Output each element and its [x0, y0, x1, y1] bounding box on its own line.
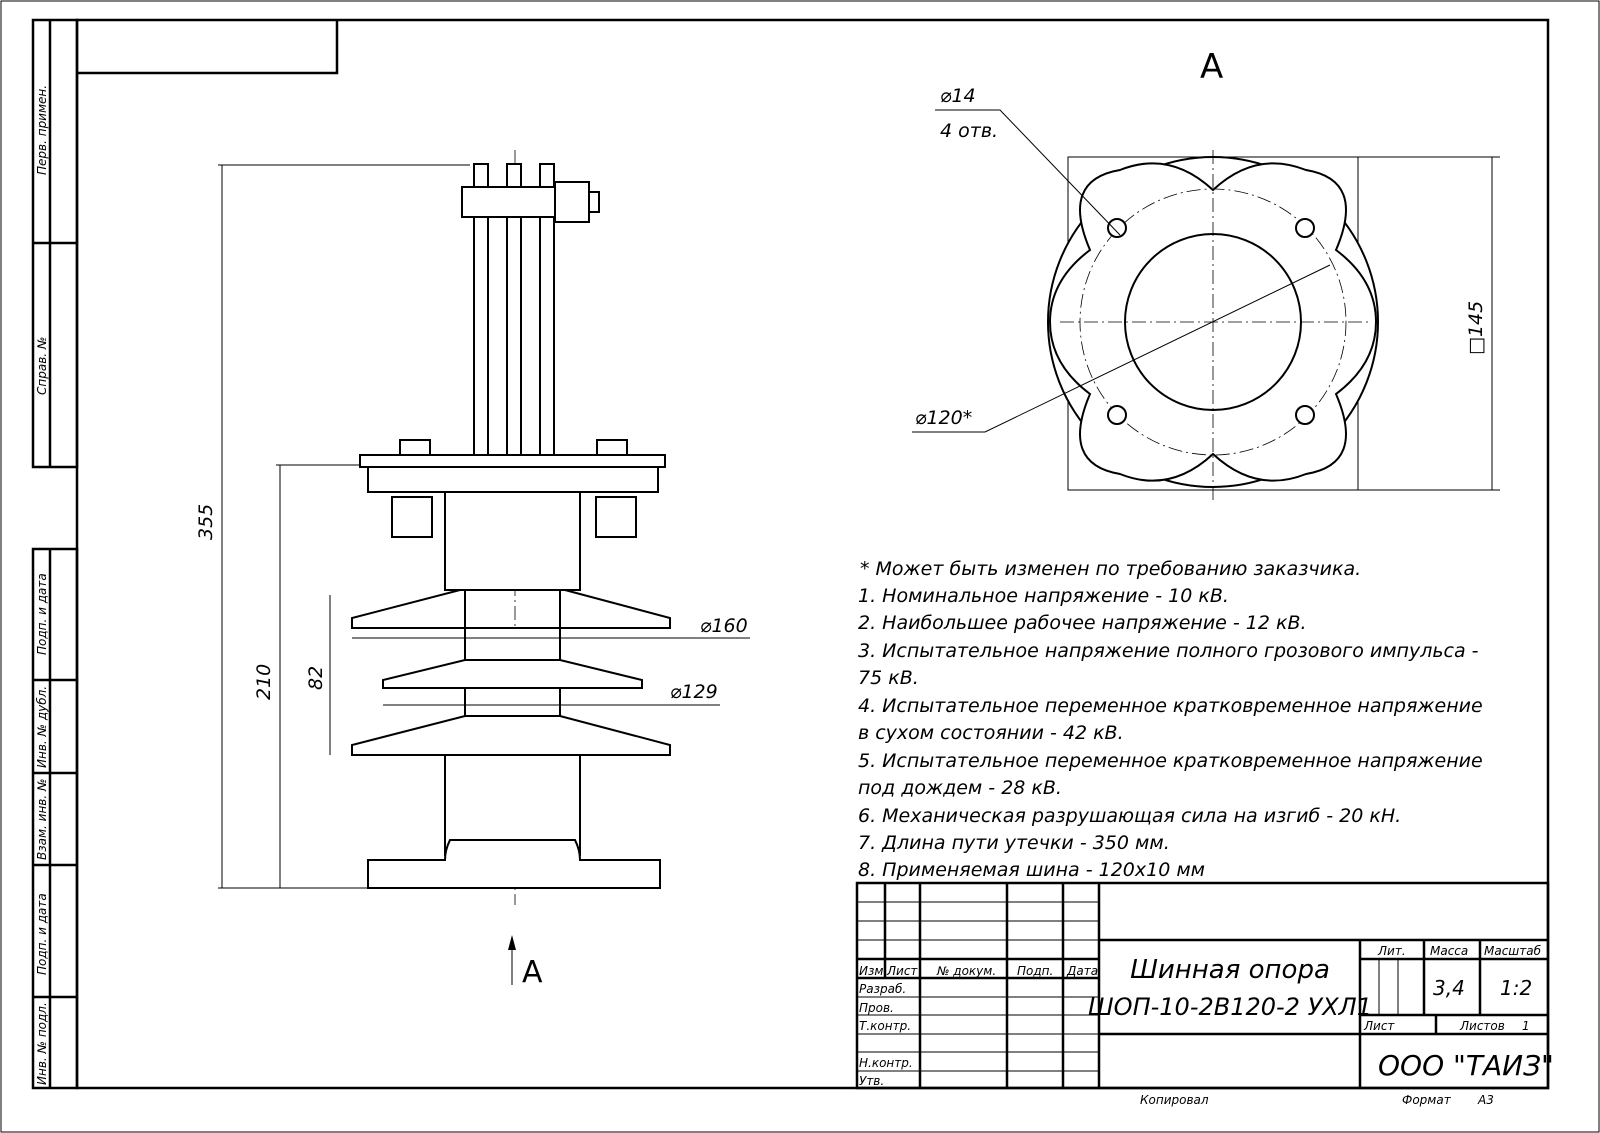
note: 7. Длина пути утечки - 350 мм.	[858, 832, 1170, 854]
strip-label: Подп. и дата	[35, 893, 49, 975]
nut	[554, 181, 590, 223]
sheets-label: Листов	[1459, 1019, 1505, 1033]
insulator-cap	[444, 491, 581, 591]
scale-value: 1:2	[1500, 976, 1532, 1000]
nut	[595, 496, 637, 538]
strip-label: Справ. №	[35, 337, 49, 395]
shed-small	[382, 659, 643, 689]
note: 5. Испытательное переменное кратковремен…	[858, 750, 1483, 772]
shed-large	[351, 589, 671, 629]
shed-large	[351, 715, 671, 756]
note: 4. Испытательное переменное кратковремен…	[858, 695, 1483, 717]
strip-label: Взам. инв. №	[35, 779, 49, 860]
note: 2. Наибольшее рабочее напряжение - 12 кВ…	[858, 612, 1307, 634]
role-label: Утв.	[859, 1074, 884, 1088]
role-label: Пров.	[859, 1001, 894, 1015]
bolt-head	[399, 439, 431, 456]
copied-label: Копировал	[1140, 1093, 1209, 1107]
base-flange	[367, 839, 661, 889]
note: под дождем - 28 кВ.	[858, 777, 1062, 799]
flange	[367, 466, 659, 493]
col-header: № докум.	[936, 964, 996, 978]
bolt-head	[596, 439, 628, 456]
role-label: Разраб.	[859, 982, 906, 996]
dim-overall-height: 355	[195, 504, 217, 540]
note: 3. Испытательное напряжение полного гроз…	[858, 640, 1479, 662]
col-header: Изм.	[859, 964, 887, 978]
bolt	[461, 186, 573, 218]
mounting-hole	[1295, 218, 1315, 238]
view-label: А	[1200, 47, 1223, 87]
dim-insulator-height: 210	[253, 664, 275, 700]
base-plate	[359, 454, 666, 468]
dim-hole-diam: ⌀14	[940, 85, 976, 107]
format-label: Формат	[1402, 1093, 1452, 1107]
format-value: А3	[1477, 1093, 1494, 1107]
note: * Может быть изменен по требованию заказ…	[860, 558, 1361, 580]
note: 75 кВ.	[858, 667, 919, 689]
sheet-label: Лист	[1363, 1019, 1395, 1033]
strip-label: Инв. № подл.	[35, 1002, 49, 1085]
side-view: 355 210 82 ⌀160 ⌀129 А	[195, 150, 750, 990]
dim-small-shed: ⌀129	[670, 681, 718, 703]
drawing-code: ШОП-10-2В120-2 УХЛ1	[1088, 993, 1372, 1021]
note: 8. Применяемая шина - 120x10 мм	[858, 859, 1205, 881]
note: 1. Номинальное напряжение - 10 кВ.	[858, 585, 1229, 607]
mass-label: Масса	[1430, 944, 1468, 958]
lit-label: Лит.	[1377, 944, 1406, 958]
top-view: А ⌀14 4 отв. ⌀120* □145	[912, 47, 1500, 500]
dim-shed-pitch: 82	[305, 666, 327, 690]
mounting-hole	[1107, 405, 1127, 425]
col-header: Дата	[1066, 964, 1098, 978]
sheets-value: 1	[1522, 1019, 1530, 1033]
note: в сухом состоянии - 42 кВ.	[858, 722, 1124, 744]
title-block: Изм. Лист № докум. Подп. Дата Разраб. Пр…	[855, 881, 1554, 1107]
note: 6. Механическая разрушающая сила на изги…	[858, 805, 1401, 827]
scale-label: Масштаб	[1484, 944, 1542, 958]
dim-square: □145	[1465, 301, 1487, 355]
dim-bolt-circle: ⌀120*	[915, 407, 972, 429]
dim-big-shed: ⌀160	[700, 615, 748, 637]
role-label: Т.контр.	[859, 1019, 911, 1033]
left-strip: Перв. примен. Справ. № Подп. и дата Инв.…	[31, 18, 79, 1090]
organization: ООО "ТАИЗ"	[1378, 1049, 1554, 1082]
nut	[391, 496, 433, 538]
col-header: Лист	[886, 964, 918, 978]
col-header: Подп.	[1017, 964, 1053, 978]
insulator-body	[444, 754, 581, 856]
top-left-box	[77, 20, 339, 75]
strip-label: Подп. и дата	[35, 573, 49, 655]
mounting-hole	[1107, 218, 1127, 238]
strip-label: Инв. № дубл.	[35, 686, 49, 768]
mass-value: 3,4	[1433, 976, 1465, 1000]
role-label: Н.контр.	[859, 1056, 913, 1070]
view-arrow-label: А	[522, 955, 543, 990]
strip-label: Перв. примен.	[35, 85, 49, 175]
dim-hole-count: 4 отв.	[940, 120, 998, 142]
drawing-title: Шинная опора	[1130, 955, 1330, 985]
mounting-hole	[1295, 405, 1315, 425]
technical-notes: * Может быть изменен по требованию заказ…	[858, 558, 1483, 881]
